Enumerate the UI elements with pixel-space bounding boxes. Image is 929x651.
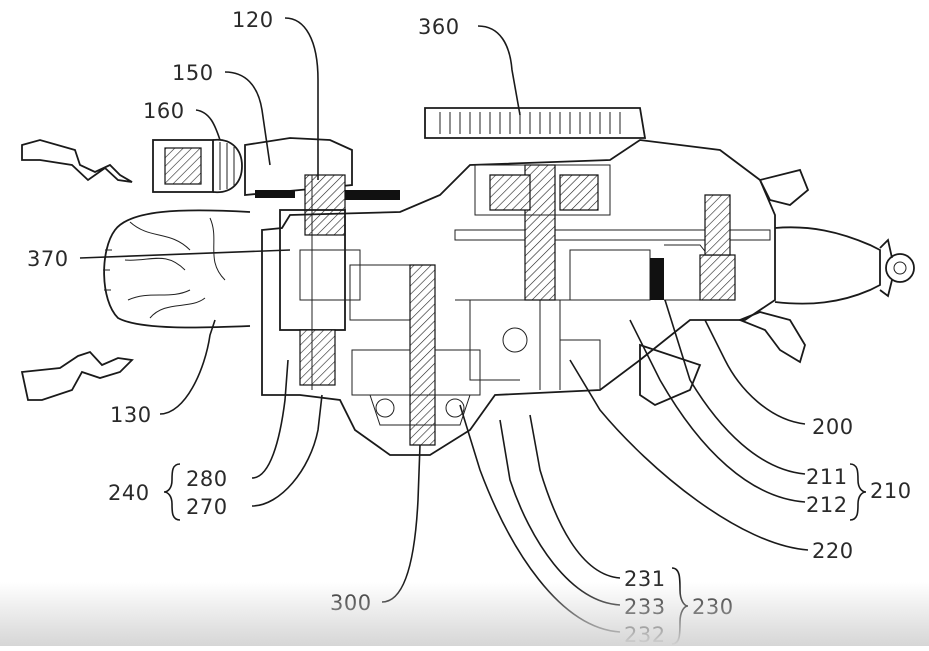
- rear-tire: [103, 209, 251, 329]
- label-370: 370: [27, 247, 69, 271]
- right-bracket: [639, 168, 810, 407]
- label-212: 212: [806, 493, 848, 517]
- cylinder-head: [424, 107, 647, 216]
- rear-hub: [774, 226, 915, 305]
- air-filter: [152, 138, 243, 194]
- label-200: 200: [812, 415, 854, 439]
- bottom-gradient-band: [0, 582, 929, 646]
- left-bracket-bottom: [20, 350, 134, 401]
- label-240: 240: [108, 481, 150, 505]
- label-130: 130: [110, 403, 152, 427]
- label-150: 150: [172, 61, 214, 85]
- label-270: 270: [186, 495, 228, 519]
- cvt-belt-pulleys: [244, 137, 400, 390]
- label-210: 210: [870, 479, 912, 503]
- label-211: 211: [806, 465, 848, 489]
- label-160: 160: [143, 99, 185, 123]
- label-120: 120: [232, 8, 274, 32]
- motor-assembly: [569, 194, 736, 301]
- label-280: 280: [186, 467, 228, 491]
- label-360: 360: [418, 15, 460, 39]
- crankcase: [261, 139, 776, 456]
- label-220: 220: [812, 539, 854, 563]
- left-bracket-top: [21, 139, 133, 183]
- leader-lines: [79, 17, 809, 633]
